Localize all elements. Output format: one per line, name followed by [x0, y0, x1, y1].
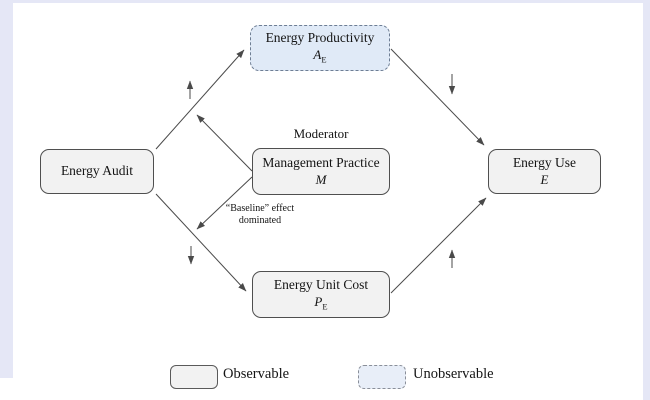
node-energy-unit-cost-symbol: PE: [314, 293, 328, 312]
node-energy-unit-cost-label: Energy Unit Cost: [273, 276, 369, 292]
node-energy-use-symbol: E: [540, 171, 549, 187]
node-energy-audit-label: Energy Audit: [60, 163, 134, 179]
canvas-bottom-left-patch: [0, 378, 13, 400]
baseline-effect-line1: “Baseline” effect: [225, 203, 295, 214]
legend-observable-label: Observable: [223, 366, 290, 382]
node-energy-audit: Energy Audit: [40, 149, 154, 194]
node-management-practice-label: Management Practice: [262, 154, 380, 170]
legend-observable-swatch: [170, 365, 218, 389]
node-energy-productivity-symbol: AE: [313, 47, 327, 65]
legend-unobservable-label: Unobservable: [413, 366, 494, 382]
baseline-effect-line2: dominated: [238, 214, 282, 226]
node-energy-use: Energy Use E: [488, 149, 601, 194]
node-energy-use-label: Energy Use: [512, 154, 577, 170]
node-management-practice-symbol: M: [315, 171, 327, 187]
baseline-effect-note: “Baseline” effect dominated: [212, 203, 308, 226]
node-management-practice: Management Practice M: [252, 148, 390, 195]
legend-unobservable-swatch: [358, 365, 406, 389]
node-energy-productivity-label: Energy Productivity: [265, 30, 375, 46]
node-energy-productivity: Energy Productivity AE: [250, 25, 390, 71]
moderator-label: Moderator: [293, 126, 349, 141]
node-energy-unit-cost: Energy Unit Cost PE: [252, 271, 390, 318]
